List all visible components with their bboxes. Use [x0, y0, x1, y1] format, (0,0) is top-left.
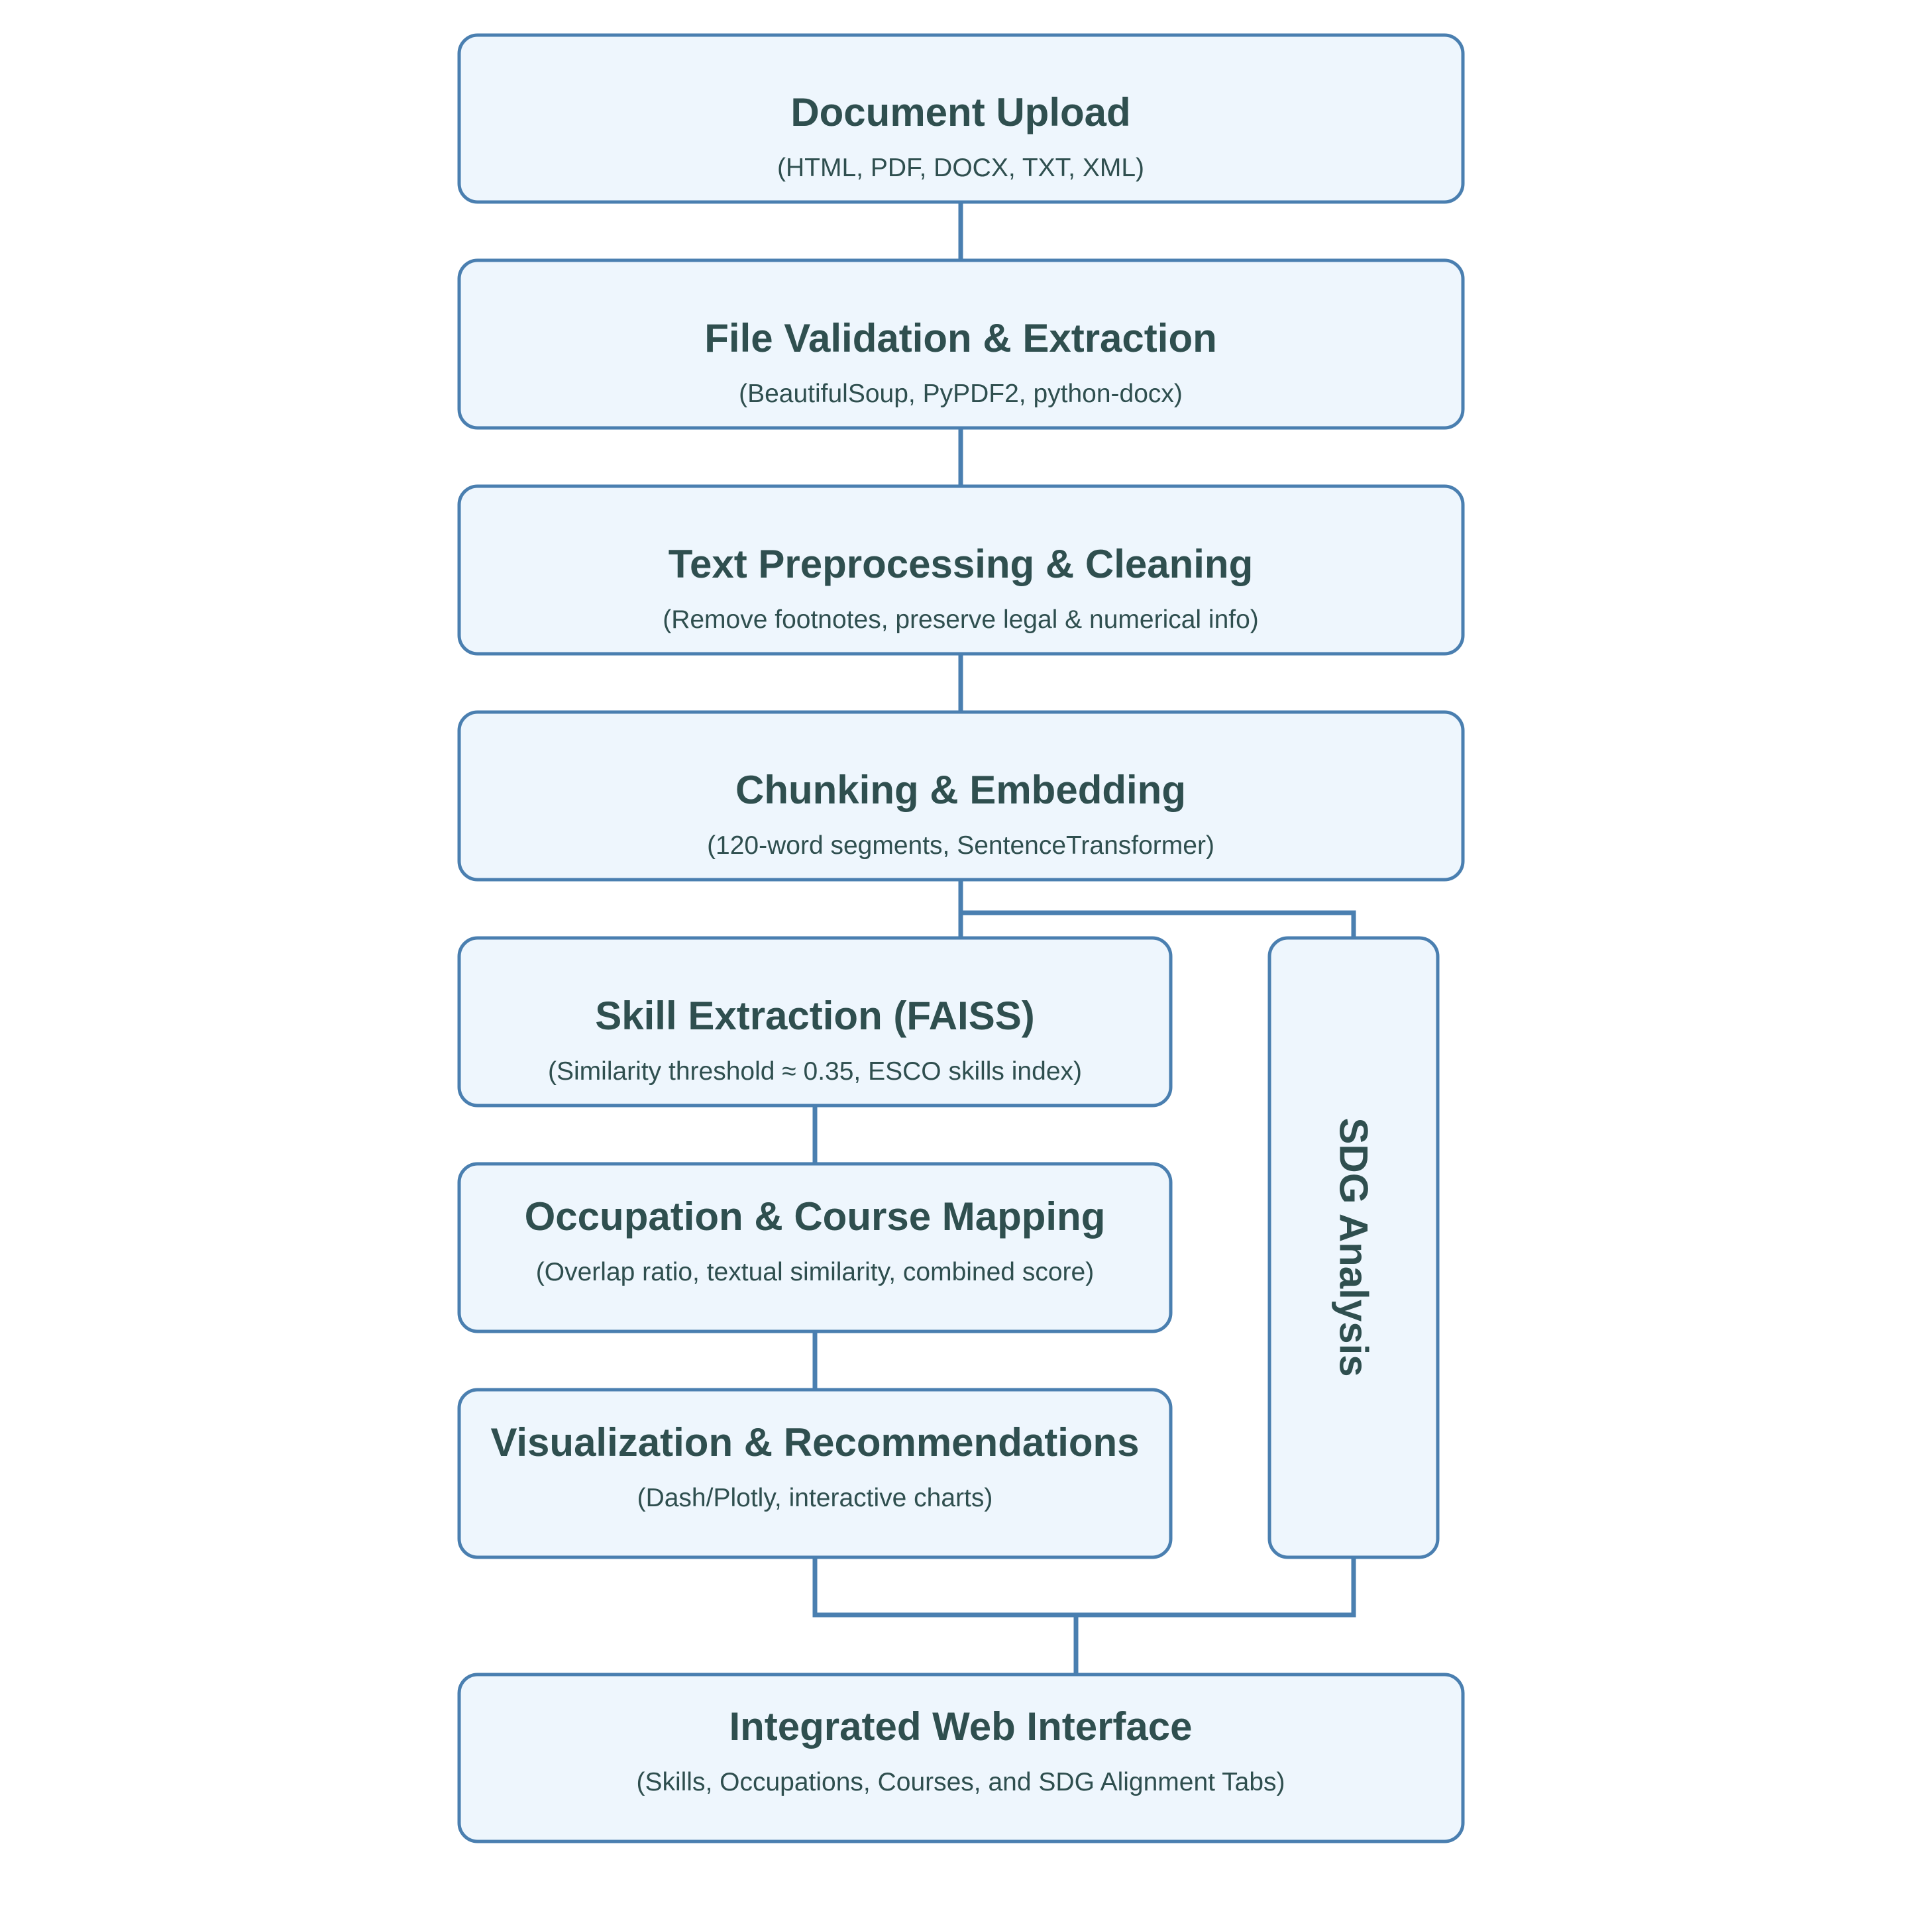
step-title: Text Preprocessing & Cleaning	[669, 542, 1253, 586]
step-subtitle: (Similarity threshold ≈ 0.35, ESCO skill…	[548, 1057, 1082, 1086]
step-subtitle: (Overlap ratio, textual similarity, comb…	[536, 1258, 1094, 1286]
step-box	[457, 258, 1465, 430]
step-skill-extraction: Skill Extraction (FAISS) (Similarity thr…	[457, 936, 1173, 1108]
step-box	[457, 484, 1465, 656]
connector-merge-to-web	[812, 1557, 1356, 1675]
step-title: Visualization & Recommendations	[490, 1420, 1139, 1465]
connectors	[812, 202, 1356, 1675]
step-subtitle: (120-word segments, SentenceTransformer)	[707, 831, 1214, 860]
step-chunking-embedding: Chunking & Embedding (120-word segments,…	[457, 710, 1465, 882]
step-text-preprocessing: Text Preprocessing & Cleaning (Remove fo…	[457, 484, 1465, 656]
step-document-upload: Document Upload (HTML, PDF, DOCX, TXT, X…	[457, 33, 1465, 204]
step-integrated-web-interface: Integrated Web Interface (Skills, Occupa…	[457, 1673, 1465, 1843]
step-title: Integrated Web Interface	[729, 1704, 1192, 1749]
step-title: Chunking & Embedding	[735, 768, 1186, 812]
step-subtitle: (Dash/Plotly, interactive charts)	[637, 1484, 993, 1512]
connector-chunking-sdg	[961, 910, 1356, 938]
step-occupation-course-mapping: Occupation & Course Mapping (Overlap rat…	[457, 1162, 1173, 1333]
step-box	[457, 936, 1173, 1108]
step-file-validation: File Validation & Extraction (BeautifulS…	[457, 258, 1465, 430]
step-title: File Validation & Extraction	[704, 316, 1217, 360]
step-subtitle: (Remove footnotes, preserve legal & nume…	[663, 605, 1259, 634]
step-subtitle: (BeautifulSoup, PyPDF2, python-docx)	[739, 380, 1183, 408]
step-title: Occupation & Course Mapping	[525, 1194, 1106, 1239]
step-box	[457, 710, 1465, 882]
step-box	[457, 1162, 1173, 1333]
step-title: SDG Analysis	[1332, 1117, 1376, 1376]
step-title: Skill Extraction (FAISS)	[595, 994, 1035, 1038]
step-subtitle: (HTML, PDF, DOCX, TXT, XML)	[777, 154, 1144, 182]
step-sdg-analysis: SDG Analysis	[1267, 936, 1440, 1559]
step-title: Document Upload	[790, 90, 1130, 134]
step-visualization-recommendations: Visualization & Recommendations (Dash/Pl…	[457, 1388, 1173, 1559]
step-subtitle: (Skills, Occupations, Courses, and SDG A…	[636, 1768, 1285, 1796]
step-box	[1267, 936, 1440, 1559]
step-box	[457, 1673, 1465, 1843]
step-box	[457, 1388, 1173, 1559]
step-box	[457, 33, 1465, 204]
